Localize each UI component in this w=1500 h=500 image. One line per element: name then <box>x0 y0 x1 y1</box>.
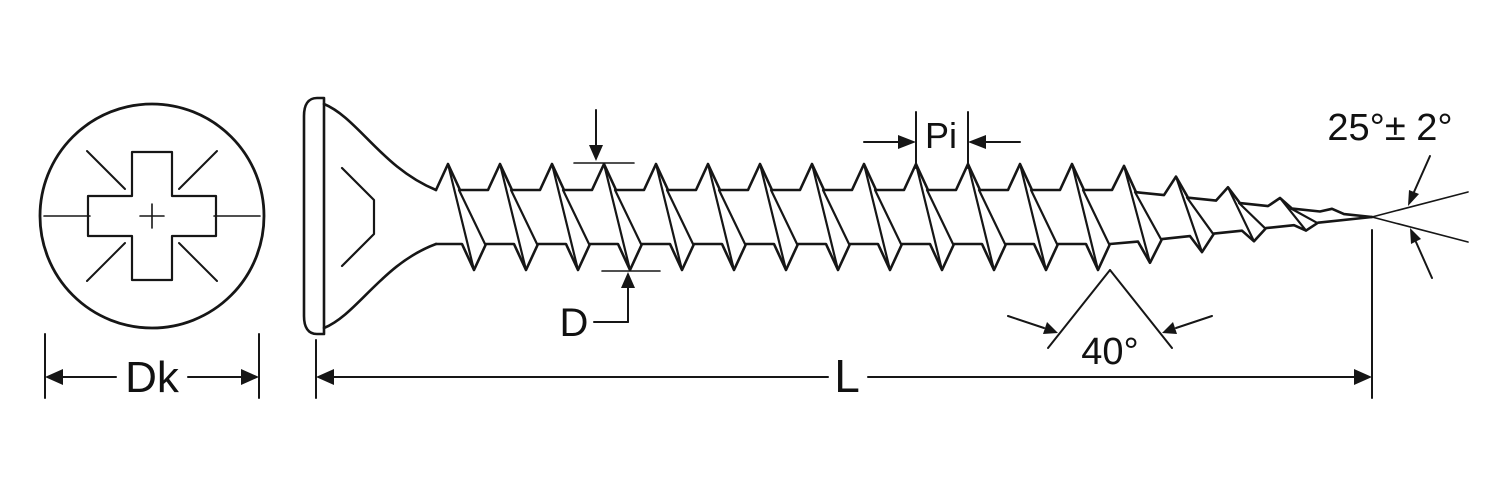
tip-angle-arrow-shaft-lower <box>1415 241 1433 279</box>
dimension-d: D <box>560 109 661 345</box>
head-bugle-bottom <box>322 242 438 330</box>
dimension-pi: Pi <box>863 111 1021 169</box>
pi-label: Pi <box>925 115 957 156</box>
angle-arrow-shaft-right <box>1175 315 1213 329</box>
head-bugle-top <box>322 102 438 192</box>
point-angle-label: 40° <box>1081 331 1138 373</box>
thread-top-profile <box>434 162 1374 219</box>
head-cap <box>302 96 326 336</box>
d-arrowhead-bottom <box>621 272 635 288</box>
screw-side-view <box>302 96 1374 336</box>
dimension-l: L <box>315 229 1373 402</box>
pozidriv-diagonal-nw <box>86 150 126 190</box>
pozidriv-diagonal-ne <box>178 150 218 190</box>
dk-label: Dk <box>125 353 180 402</box>
head-outline-circle <box>38 102 266 330</box>
angle-arrowhead-right <box>1162 322 1177 334</box>
angle-arrowhead-left <box>1043 322 1058 334</box>
dimension-tip-angle: 25°± 2° <box>1327 107 1469 279</box>
tip-angle-line-lower <box>1371 216 1469 243</box>
dimension-point-angle: 40° <box>1007 269 1213 373</box>
l-label: L <box>834 350 860 402</box>
head-recess-facets <box>340 166 376 268</box>
tip-angle-arrow-shaft-upper <box>1413 155 1431 193</box>
d-arrowhead-top <box>589 145 603 161</box>
tip-angle-arrowhead-upper <box>1408 190 1419 206</box>
pozidriv-diagonal-sw <box>86 242 126 282</box>
pozidriv-diagonal-se <box>178 242 218 282</box>
l-arrowhead-right <box>1354 369 1372 385</box>
pi-arrowhead-right <box>968 135 986 149</box>
angle-line-left <box>1047 269 1111 349</box>
dk-arrowhead-right <box>241 369 259 385</box>
dk-arrowhead-left <box>45 369 63 385</box>
tip-angle-arrowhead-lower <box>1410 228 1421 244</box>
pozidriv-cross-recess <box>86 150 218 282</box>
pi-arrowhead-left <box>898 135 916 149</box>
head-top-view <box>38 102 266 330</box>
angle-line-right <box>1109 269 1173 349</box>
thread-helix-lines <box>446 162 1319 272</box>
l-arrowhead-left <box>316 369 334 385</box>
tip-angle-label: 25°± 2° <box>1327 107 1452 149</box>
angle-arrow-shaft-left <box>1007 315 1045 329</box>
d-label: D <box>560 301 589 345</box>
tip-angle-line-upper <box>1371 191 1469 218</box>
dimension-dk: Dk <box>44 333 260 402</box>
